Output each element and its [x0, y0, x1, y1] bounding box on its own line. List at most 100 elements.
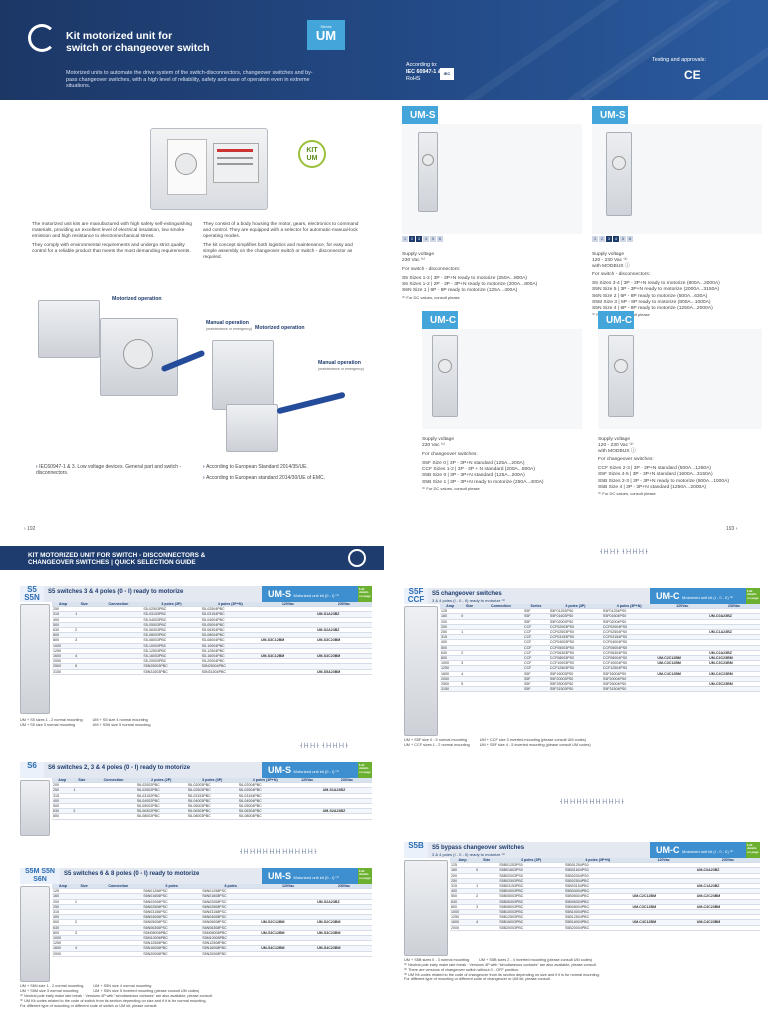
table-cell: 200 [450, 873, 476, 879]
table-cell: 1000 [450, 909, 476, 916]
card-umc-standard: UM-C Supply voltage 230 Vac ⁽¹⁾ For chan… [422, 311, 582, 492]
table-cell [631, 914, 696, 921]
table-cell: S5B06303PBC [498, 899, 564, 905]
table-cell [94, 909, 143, 916]
full-details-link-s5f[interactable]: Full details on page [746, 588, 760, 604]
table-cell [460, 645, 479, 651]
table-cell [478, 613, 523, 620]
table-cell: 160 [440, 613, 461, 620]
table-cell [656, 650, 709, 657]
table-cell: S6N06308PSC [201, 925, 261, 931]
table-cell: UM-C3C12BM [656, 660, 709, 667]
table-cell: S5-20003PBC [142, 658, 201, 665]
table-cell: S6N03158PSC [201, 909, 261, 916]
table-cell: CCF02004PS0 [601, 624, 657, 631]
table-cell [74, 632, 95, 639]
section-title: S5 switches 3 & 4 poles (0 - I) ready to… [44, 586, 262, 602]
table-cell [316, 909, 372, 916]
table-cell [631, 888, 696, 895]
card-text-2: Supply voltage 120 - 230 Vac ⁽¹⁾ with MO… [592, 252, 720, 317]
table-cell [460, 624, 479, 631]
table-cell: 800 [52, 930, 75, 937]
table-cell: S6N05008PSC [201, 919, 261, 926]
table-cell [475, 914, 499, 921]
table-cell: S5B08003PBC [498, 904, 564, 911]
table-cell [478, 665, 523, 672]
table-cell [94, 658, 143, 665]
table-cell [656, 639, 709, 646]
table-cell: 800 [52, 632, 75, 639]
table-cell: S5F20004PS0 [601, 676, 657, 683]
card-image-2 [592, 124, 762, 234]
full-details-link-s6[interactable]: Full details on page [358, 762, 372, 778]
section-s5: S5 S5N S5 switches 3 & 4 poles (0 - I) r… [20, 586, 372, 728]
table-cell: S5B12503PBC [498, 914, 564, 921]
table-cell: 3 [74, 637, 95, 644]
card-image [402, 124, 582, 234]
table-cell: 200 [52, 899, 75, 905]
table-cell: S5N20008PBC [201, 951, 261, 957]
section-um-s5b: UM-C Motorized unit kit (I - 0 - II) ⁽¹⁾… [650, 842, 760, 858]
table-cell [460, 634, 479, 641]
table-cell [460, 639, 479, 646]
table-cell [315, 648, 372, 655]
table-cell [72, 803, 92, 810]
s6n-image [20, 886, 50, 982]
s5b-image [404, 860, 448, 956]
table-cell [260, 925, 317, 931]
table-cell: 3 [460, 660, 479, 667]
table-cell: 630 [52, 925, 75, 931]
table-cell: UM-S4C12BM [259, 653, 316, 660]
table-cell: 500 [440, 645, 461, 651]
table-cell: S6N01258PSC [201, 888, 261, 895]
table-cell: S6N05006PSC [142, 919, 202, 926]
table-header-cell: 8 poles [201, 884, 261, 890]
table-cell [708, 645, 760, 651]
table-header-cell: 230Vac [695, 858, 760, 864]
full-details-link[interactable]: Full details on page [358, 586, 372, 602]
table-cell [94, 653, 143, 660]
full-details-link-s5b[interactable]: Full details on page [746, 842, 760, 858]
standard-bullet-2: According to European Standard 2014/35/U… [203, 464, 373, 470]
table-cell: CCF08003PS0 [548, 655, 602, 662]
table-cell [315, 606, 372, 613]
table-cell: 500 [52, 919, 75, 926]
table-cell [74, 925, 95, 931]
section-um: UM-S Motorized unit kit (0 - I) ⁽¹⁾ Full… [262, 586, 372, 602]
table-cell: 800 [440, 655, 461, 662]
table-cell: 0 [475, 867, 499, 874]
table-cell [74, 940, 95, 947]
table-cell [74, 606, 95, 613]
table-cell: UM-S5A23BM [315, 669, 372, 675]
table-cell: S5-02504PBC [200, 606, 260, 613]
table-cell [315, 663, 372, 670]
card-image-4 [598, 329, 762, 429]
table-cell [94, 904, 143, 911]
card-tab-umc-2: UM-C [598, 311, 634, 329]
full-details-link-s6n[interactable]: Full details on page [358, 868, 372, 884]
callout-manual-1: Manual operation (maintenance or emergen… [206, 320, 252, 331]
table-cell [460, 655, 479, 662]
s5-image [20, 604, 50, 714]
table-cell [72, 782, 92, 789]
table-cell [94, 611, 143, 618]
table-cell: S6N01608PSC [201, 893, 261, 900]
table-cell: S5B01604PS0 [564, 867, 632, 874]
table-cell: CCF05003PS0 [548, 645, 602, 651]
table-cell [656, 676, 709, 683]
table-cell: S6N02506PSC [142, 904, 202, 911]
table-cell: S5B12504PBC [564, 914, 632, 921]
page-number-right: 193 › [726, 526, 738, 532]
